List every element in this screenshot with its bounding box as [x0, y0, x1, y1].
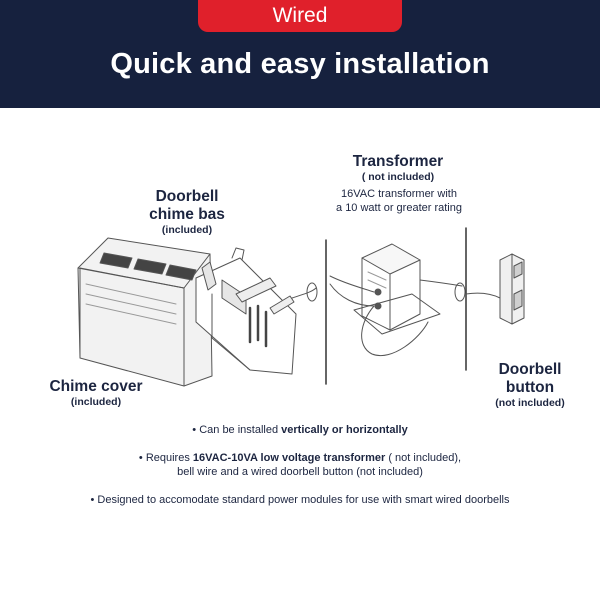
installation-illustration: Doorbell chime bas (included) Transforme…	[0, 108, 600, 418]
note-orientation: • Can be installed vertically or horizon…	[0, 423, 600, 437]
transformer-label: Transformer ( not included)	[318, 153, 478, 184]
note-power-modules: • Designed to accomodate standard power …	[90, 494, 510, 506]
page-title: Quick and easy installation	[110, 48, 490, 80]
installation-diagram	[77, 227, 525, 387]
note-orientation-text: • Can be installed	[192, 424, 282, 436]
button-title-2: button	[505, 379, 555, 396]
chime-cover-drawing	[77, 237, 213, 387]
chime-base-sub: (included)	[161, 224, 213, 236]
button-title-1: Doorbell	[498, 361, 562, 378]
transformer-note-2: a 10 watt or greater rating	[336, 202, 462, 214]
chime-base-title-2: chime bas	[149, 206, 225, 223]
note-transformer-text: • Requires	[138, 452, 193, 464]
transformer-note: 16VAC transformer with a 10 watt or grea…	[310, 187, 488, 215]
doorbell-button-drawing	[499, 253, 525, 325]
note-transformer: • Requires 16VAC-10VA low voltage transf…	[0, 451, 600, 465]
transformer-drawing	[329, 243, 463, 357]
note-transformer-bold: 16VAC-10VA low voltage transformer	[192, 452, 386, 464]
chime-base-label: Doorbell chime bas (included)	[132, 188, 242, 237]
transformer-sub: ( not included)	[361, 171, 435, 183]
note-transformer-post: ( not included),	[385, 452, 462, 464]
chime-cover-title: Chime cover	[49, 378, 143, 395]
button-sub: (not included)	[495, 397, 565, 409]
chime-cover-label: Chime cover (included)	[36, 378, 156, 409]
chime-base-title-1: Doorbell	[155, 188, 219, 205]
wired-badge: Wired	[198, 0, 402, 32]
doorbell-button-label: Doorbell button (not included)	[480, 361, 580, 410]
chime-cover-sub: (included)	[70, 396, 122, 408]
transformer-note-1: 16VAC transformer with	[341, 188, 457, 200]
transformer-title: Transformer	[352, 153, 444, 170]
header-banner: Wired Quick and easy installation	[0, 0, 600, 108]
chime-base-drawing	[195, 247, 297, 375]
note-transformer-cont: bell wire and a wired doorbell button (n…	[177, 466, 423, 478]
note-orientation-bold: vertically or horizontally	[281, 424, 408, 436]
